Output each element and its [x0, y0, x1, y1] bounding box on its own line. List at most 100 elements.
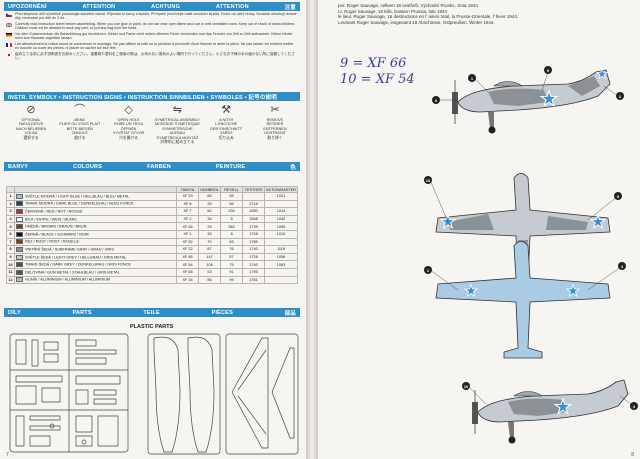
color-swatch [16, 262, 23, 268]
color-name: TMAVÉ MODRÁ / DARK BLUE / DUNKELBLAU / B… [25, 201, 134, 206]
testors-code: 1781 [249, 277, 258, 282]
revell-code: 76 [229, 247, 234, 252]
color-name: ČERVENÁ / RED / ROT / ROUGE [25, 209, 83, 214]
fuselage-sprue [147, 333, 221, 455]
aktionmaster-code-cell: 1010 [264, 229, 298, 239]
revell-code: 57 [229, 255, 234, 260]
notch-icon: ⚒ [221, 104, 232, 116]
tamiya-code-cell: XF 2 [176, 214, 200, 224]
side-profile-top [452, 68, 611, 134]
aktionmaster-code: 1042 [276, 217, 286, 222]
testors-code-cell: 1781 [242, 275, 266, 285]
color-name-cell: SVĚTLE MODRÁ / LIGHT BLUE / HELLBLAU / B… [13, 192, 178, 201]
french-flag-icon [6, 42, 12, 47]
revell-code-cell: 76 [220, 245, 244, 254]
warning-text-de: Vor dem Zusammenbau die Bauanleitung gut… [15, 31, 293, 41]
symbol-label: BEND PLIER OU VOUS PLAIT BITTE BIEGEN OH… [59, 118, 101, 140]
revell-code: 382 [228, 224, 235, 229]
revell-code: 83 [229, 239, 234, 244]
color-number: 4 [9, 217, 12, 222]
warning-text-cz: Před slepením dílů si pečlivě prostudujt… [15, 12, 297, 21]
warning-row: 組み立てる前に必ず説明書をお読みください。接着剤や塗料をご使用の際は、火気のない… [6, 52, 298, 60]
tamiya-code-cell: XF 8 [176, 199, 200, 209]
header-aktionmaster: AKTIONMASTER [264, 186, 298, 193]
caption-de: Leutnant Roger Sauvage, insgesamt 18 Abs… [338, 19, 495, 25]
aktionmaster-code-cell: 1014 [264, 207, 298, 216]
plastic-parts-title: PLASTIC PARTS [130, 324, 174, 330]
aktionmaster-code: 1063 [276, 262, 286, 267]
color-number: 8 [9, 247, 12, 252]
aktionmaster-code-cell [264, 267, 298, 277]
humbrol-code-cell: 56 [198, 275, 222, 285]
colors-band-label-cz: BARVY [8, 163, 29, 170]
humbrol-code-cell: 29 [198, 222, 222, 231]
aktionmaster-code: 1021 [276, 194, 286, 199]
aktionmaster-code: 1014 [276, 209, 286, 214]
revell-code-cell: 55 [220, 192, 244, 201]
revell-code: 56 [229, 201, 234, 206]
color-name: HNĚDÁ / BROWN / BRAUN / BRUN [25, 224, 87, 229]
symbols-row: ⊘ OPTIONAL FAKULTATIVE NACH BELIEBEN VOL… [8, 104, 298, 144]
aktionmaster-code-cell: 1063 [264, 260, 298, 269]
aktionmaster-code-cell [264, 199, 298, 209]
testors-code: 1740 [249, 262, 258, 267]
color-name-cell: ČERNÁ / BLACK / SCHWARZ / NOIR [13, 229, 178, 239]
testors-code: 1728 [249, 255, 258, 260]
humbrol-code-cell: 53 [198, 267, 222, 277]
japanese-flag-icon [6, 52, 12, 57]
testors-code: 1785 [249, 239, 258, 244]
color-name: REZ / RUST / ROST / ROUILLE [25, 239, 80, 244]
color-name-cell: REZ / RUST / ROST / ROUILLE [13, 237, 178, 247]
symbols-band: INSTR. SYMBOLY • INSTRUCTION SIGNS • INS… [4, 92, 300, 101]
tamiya-code-cell: XF 54 [176, 260, 200, 269]
color-swatch [16, 201, 23, 207]
bottom-view [435, 241, 611, 359]
color-number-cell: 10 [6, 260, 15, 269]
humbrol-code: 53 [207, 270, 212, 275]
warning-row: Před slepením dílů si pečlivě prostudujt… [6, 12, 298, 20]
parts-band-label-jp: 部品 [284, 310, 296, 317]
color-number-cell: 4 [6, 214, 15, 224]
color-number: 3 [9, 209, 12, 214]
wing-sprue [225, 333, 299, 455]
tamiya-code: XF 16 [182, 277, 193, 282]
color-number-cell: 2 [6, 199, 15, 209]
color-number: 7 [9, 239, 12, 244]
tamiya-code-cell: XF 52 [176, 237, 200, 247]
open-hole-icon: ◇ [124, 104, 133, 116]
testors-code: 2716 [249, 201, 258, 206]
symbols-band-label: INSTR. SYMBOLY • INSTRUCTION SIGNS • INS… [8, 94, 277, 101]
color-swatch [16, 239, 23, 245]
tamiya-code-cell: XF 1 [176, 229, 200, 239]
caption-fr: le lieut. Roger Sauvage, 16 destructions… [338, 14, 519, 20]
symbol-optional: ⊘ OPTIONAL FAKULTATIVE NACH BELIEBEN VOL… [8, 104, 54, 144]
warning-row: Vor dem Zusammenbau die Bauanleitung gut… [6, 32, 298, 40]
markings-caption: por. Roger Sauvage, celkem 18 sestřelů, … [338, 3, 628, 25]
color-name-cell: DELOVINA / GUN METAL / STAHLBLAU / GRIS … [13, 267, 178, 277]
aktionmaster-code: 1010 [276, 232, 286, 237]
testors-code-cell: 1728 [242, 229, 266, 239]
color-number-cell: 5 [6, 222, 15, 231]
aktionmaster-code: 1056 [276, 255, 286, 260]
color-name: SVĚTLE ŠEDÁ / LIGHT GREY / HELLGRAU / GR… [25, 255, 127, 260]
tamiya-code-cell: XF 7 [176, 207, 200, 216]
symbol-label: OPEN HOLE FAIRE UN TROU ÖFFNEN VYVRTAT O… [112, 118, 145, 140]
colors-band: BARVY COLOURS FARBEN PEINTURE 色 [4, 162, 300, 171]
revell-code: 8 [230, 232, 233, 237]
revell-code-cell: 56 [220, 199, 244, 209]
sprue-diagram [9, 333, 299, 455]
table-header-row: TAMIYA HUMBROL REVELL TESTORS AKTIONMAST… [6, 186, 298, 193]
parts-band-label-en: PARTS [72, 309, 92, 316]
right-painting-page: por. Roger Sauvage, celkem 18 sestřelů, … [318, 0, 640, 459]
testors-code-cell: 1739 [242, 222, 266, 231]
parts-band: DÍLY PARTS TEILE PIÈCES 部品 [4, 308, 300, 317]
handwritten-note-9: 9 = XF 66 [340, 56, 407, 71]
color-swatch [16, 269, 23, 275]
callout-marker: 10 [462, 382, 470, 390]
revell-code-cell: 382 [220, 222, 244, 231]
revell-code-cell: 91 [220, 267, 244, 277]
uk-flag-icon [6, 22, 12, 27]
color-name-cell: BÍLÁ / WHITE / WEIß / BLANC [13, 214, 178, 224]
